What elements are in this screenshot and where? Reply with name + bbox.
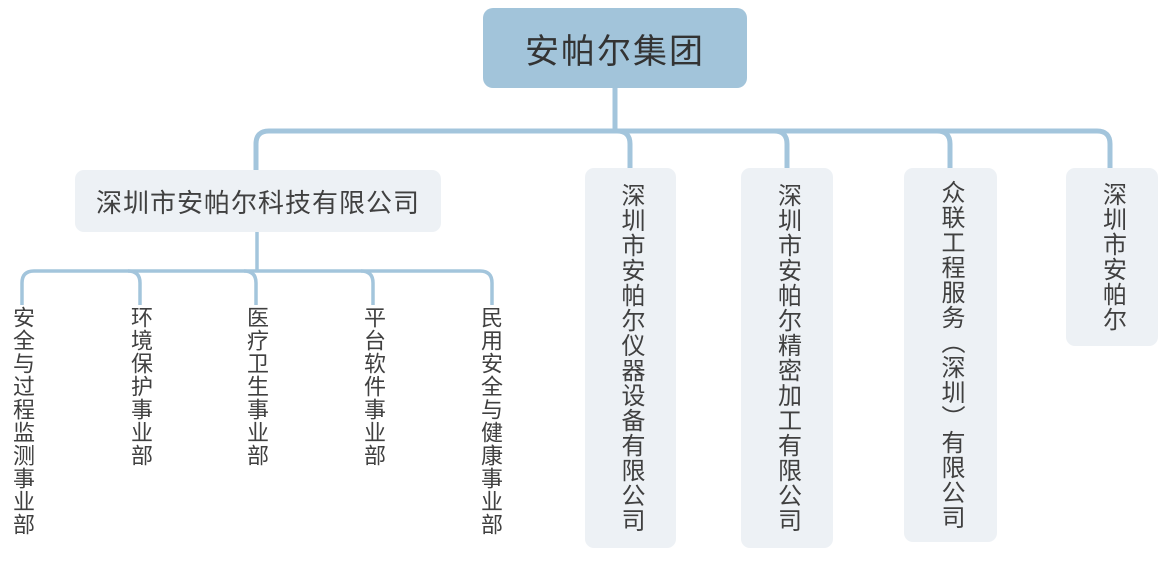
node-dept-safety-process-monitoring: 安全与过程监测事业部: [9, 306, 35, 536]
node-dept-environmental-protection-label: 环境保护事业部: [128, 306, 153, 467]
node-group-root: 安帕尔集团: [483, 8, 747, 88]
node-dept-platform-software-label: 平台软件事业部: [361, 306, 386, 467]
node-company-instruments-label: 深圳市安帕尔仪器设备有限公司: [617, 183, 644, 533]
node-company-zhonglian-label: 众联工程服务（深圳）有限公司: [937, 180, 964, 530]
node-company-precision-label: 深圳市安帕尔精密加工有限公司: [773, 183, 801, 533]
node-company-zhonglian: 众联工程服务（深圳）有限公司: [904, 168, 997, 542]
node-company-tech: 深圳市安帕尔科技有限公司: [75, 170, 441, 232]
node-dept-civil-safety-health-label: 民用安全与健康事业部: [478, 306, 503, 536]
node-dept-environmental-protection: 环境保护事业部: [127, 306, 153, 467]
node-dept-medical-health: 医疗卫生事业部: [243, 306, 269, 467]
node-dept-platform-software: 平台软件事业部: [360, 306, 386, 467]
node-company-instruments: 深圳市安帕尔仪器设备有限公司: [585, 168, 676, 548]
node-dept-civil-safety-health: 民用安全与健康事业部: [477, 306, 503, 536]
node-company-tech-label: 深圳市安帕尔科技有限公司: [95, 187, 420, 218]
node-company-precision: 深圳市安帕尔精密加工有限公司: [741, 168, 833, 548]
node-dept-safety-process-monitoring-label: 安全与过程监测事业部: [10, 306, 35, 536]
node-group-root-label: 安帕尔集团: [525, 32, 705, 71]
node-dept-medical-health-label: 医疗卫生事业部: [244, 306, 269, 467]
node-company-anpaer-label: 深圳市安帕尔: [1098, 182, 1126, 332]
node-company-anpaer: 深圳市安帕尔: [1066, 168, 1158, 346]
